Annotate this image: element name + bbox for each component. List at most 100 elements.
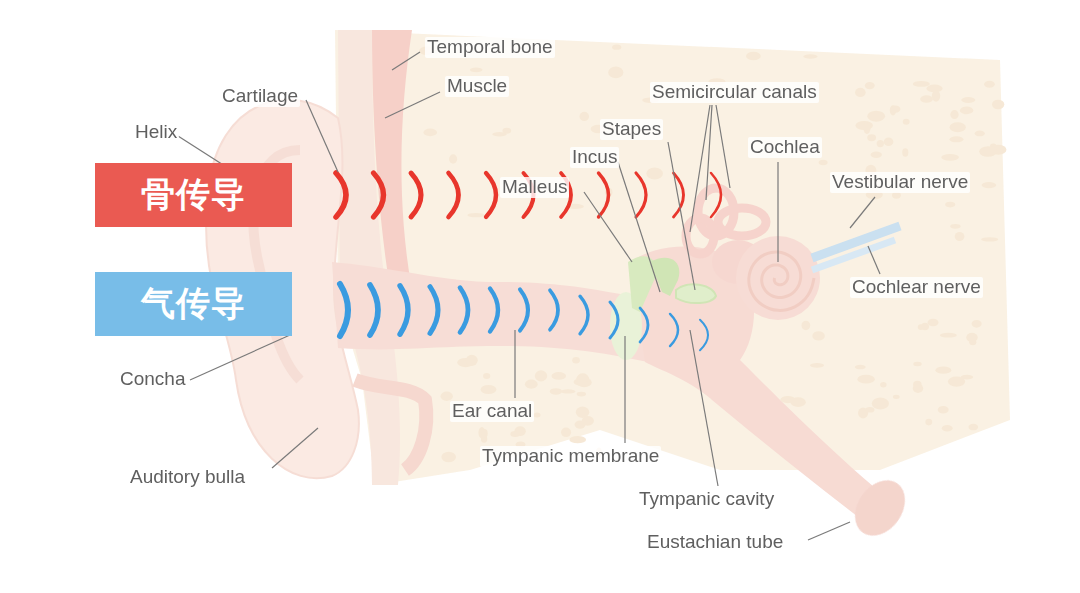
box-title: 骨传导 bbox=[141, 176, 246, 213]
air-wave bbox=[550, 290, 558, 329]
bone-pore bbox=[940, 333, 957, 338]
bone-pore bbox=[867, 111, 885, 122]
bone-pore bbox=[938, 406, 949, 414]
part-label: Incus bbox=[570, 147, 619, 168]
bone-pore bbox=[945, 202, 955, 208]
air-wave bbox=[700, 320, 708, 350]
bone-pore bbox=[812, 331, 825, 340]
bone-pore bbox=[950, 122, 966, 132]
air-wave bbox=[460, 288, 468, 333]
air-wave bbox=[430, 287, 438, 334]
bone-pore bbox=[746, 52, 761, 61]
bone-pore bbox=[968, 424, 978, 431]
part-label: Vestibular nerve bbox=[830, 172, 970, 193]
bone-pore bbox=[913, 362, 921, 366]
air-wave bbox=[340, 284, 348, 336]
part-label: Tympanic membrane bbox=[480, 446, 661, 467]
bone-pore bbox=[948, 377, 965, 387]
bone-pore bbox=[871, 152, 882, 158]
part-label: Cartilage bbox=[220, 86, 300, 107]
bone-pore bbox=[577, 392, 586, 397]
air-wave bbox=[670, 314, 678, 346]
bone-pore bbox=[961, 97, 975, 103]
bone-pore bbox=[972, 320, 982, 328]
air-conduction-waves bbox=[340, 284, 708, 350]
bone-pore bbox=[572, 357, 580, 364]
bone-pore bbox=[890, 105, 900, 112]
part-label: Eustachian tube bbox=[645, 532, 785, 553]
bone-pore bbox=[612, 44, 621, 49]
bone-pore bbox=[857, 375, 874, 384]
bone-pore bbox=[855, 365, 866, 369]
box-title: 气传导 bbox=[141, 285, 246, 322]
bone-pore bbox=[913, 81, 930, 87]
bone-pore bbox=[913, 384, 924, 393]
lower-ear-fold bbox=[355, 380, 426, 470]
part-label: Stapes bbox=[600, 119, 663, 140]
part-label: Auditory bulla bbox=[128, 467, 247, 488]
anatomy bbox=[206, 30, 1010, 545]
bone-pore bbox=[534, 413, 541, 418]
part-label: Semicircular canals bbox=[650, 82, 819, 103]
ear-canal bbox=[332, 262, 648, 362]
bone-pore bbox=[481, 429, 488, 438]
bone-wave bbox=[599, 173, 609, 217]
part-label: Concha bbox=[118, 369, 188, 390]
bone-pore bbox=[483, 373, 490, 379]
air-wave bbox=[580, 296, 588, 334]
bone-pore bbox=[925, 419, 932, 426]
bone-pore bbox=[801, 321, 810, 331]
conduction-box: 骨传导 bbox=[95, 163, 292, 227]
muscle bbox=[372, 30, 412, 300]
bone-wave bbox=[711, 173, 721, 217]
bone-pore bbox=[582, 416, 594, 426]
bone-pore bbox=[510, 431, 520, 437]
part-label: Tympanic cavity bbox=[637, 489, 776, 510]
part-label: Cochlear nerve bbox=[850, 277, 983, 298]
bone-pore bbox=[440, 392, 452, 401]
bone-wave bbox=[374, 173, 384, 217]
bone-wave bbox=[486, 173, 496, 217]
bone-pore bbox=[492, 132, 507, 136]
bone-pore bbox=[950, 110, 958, 119]
bone-pore bbox=[960, 107, 973, 115]
bone-pore bbox=[577, 373, 589, 383]
bone-pore bbox=[979, 146, 997, 156]
bone-wave bbox=[636, 173, 646, 217]
bone-pore bbox=[921, 323, 929, 330]
bone-pore bbox=[561, 427, 571, 437]
bone-pore bbox=[992, 100, 1004, 110]
bone-pore bbox=[561, 389, 576, 393]
bone-pore bbox=[942, 425, 953, 432]
bone-pore bbox=[984, 81, 995, 88]
bone-pore bbox=[470, 67, 483, 72]
bone-pore bbox=[551, 372, 566, 380]
bone-pore bbox=[819, 160, 828, 165]
bone-pore bbox=[903, 119, 910, 125]
bone-pore bbox=[608, 66, 623, 78]
bone-pore bbox=[865, 407, 874, 413]
bone-pore bbox=[982, 182, 997, 188]
bone-pore bbox=[955, 232, 965, 241]
bone-pore bbox=[867, 134, 876, 141]
bone-pore bbox=[902, 148, 908, 156]
bone-wave bbox=[411, 173, 421, 217]
air-wave bbox=[640, 308, 648, 342]
bone-pore bbox=[810, 363, 824, 368]
bone-pore bbox=[569, 436, 586, 443]
bone-pore bbox=[975, 131, 985, 137]
bone-pore bbox=[423, 129, 437, 137]
bone-pore bbox=[441, 452, 456, 463]
part-label: Helix bbox=[133, 122, 179, 143]
cochlear-nerve bbox=[812, 240, 895, 270]
bone-pore bbox=[949, 136, 963, 142]
bone-pore bbox=[579, 112, 589, 121]
part-label: Malleus bbox=[500, 177, 569, 198]
conduction-box: 气传导 bbox=[95, 272, 292, 336]
part-label: Cochlea bbox=[748, 137, 822, 158]
stapes bbox=[676, 284, 716, 303]
bone-pore bbox=[863, 123, 870, 134]
bone-pore bbox=[928, 319, 939, 327]
bone-pore bbox=[981, 237, 998, 241]
bone-pore bbox=[935, 367, 951, 374]
